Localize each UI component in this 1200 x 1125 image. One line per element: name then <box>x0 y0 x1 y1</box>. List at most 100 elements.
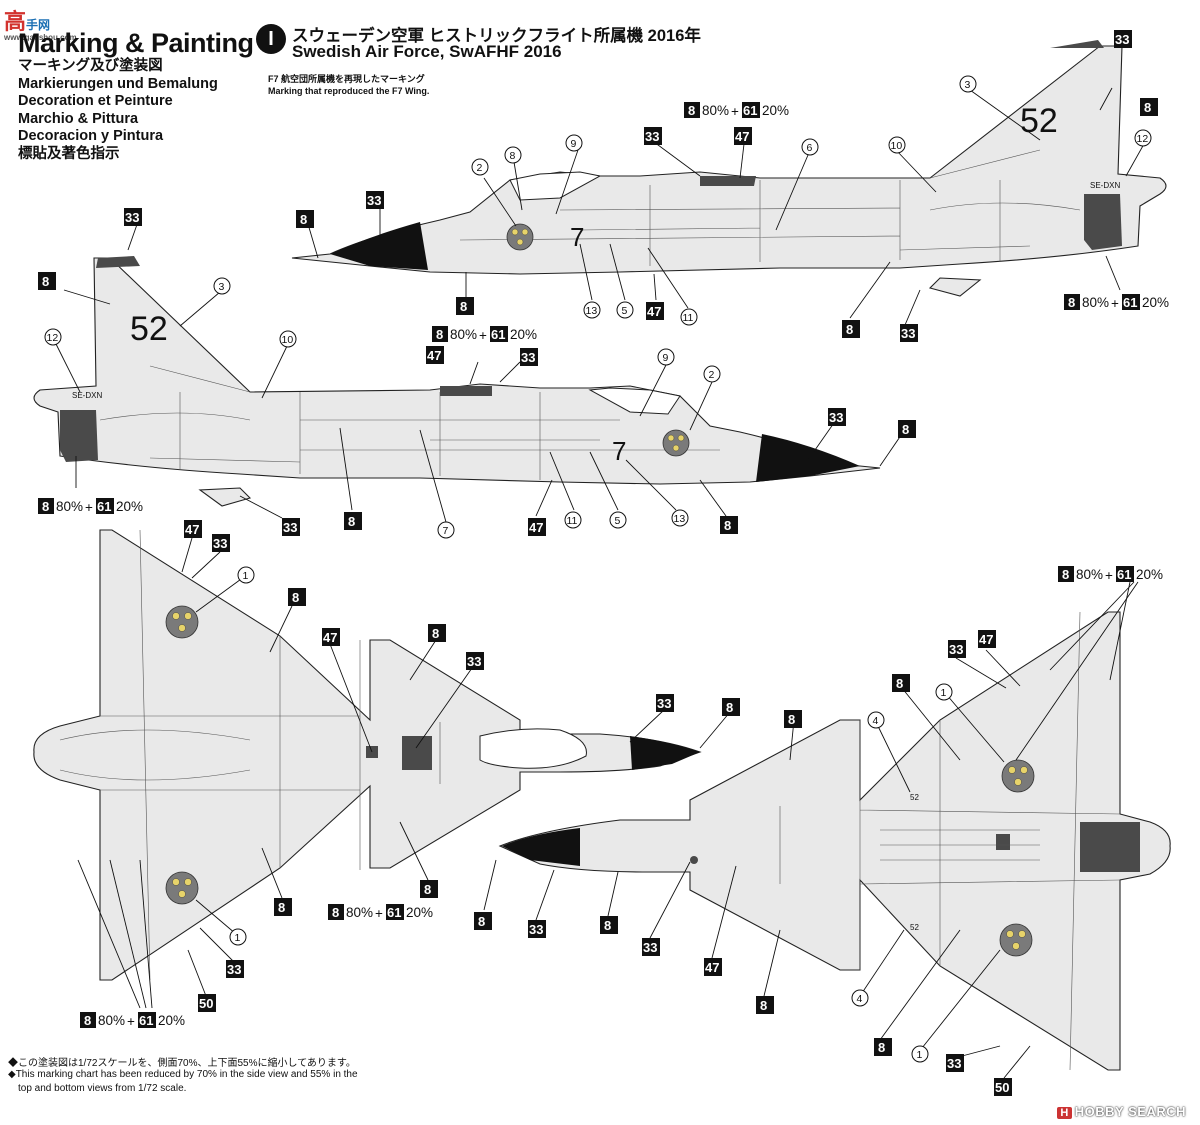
svg-text:8: 8 <box>878 1040 885 1055</box>
callout-8-box: 8 <box>898 420 916 438</box>
top-view <box>33 529 702 981</box>
bottom-view: 52 52 <box>498 611 1171 1071</box>
side-roundel-left <box>662 429 690 457</box>
svg-text:13: 13 <box>586 305 598 317</box>
svg-text:47: 47 <box>323 630 337 645</box>
svg-text:33: 33 <box>1115 32 1129 47</box>
svg-text:33: 33 <box>949 642 963 657</box>
svg-text:80%: 80% <box>346 905 373 920</box>
callout-33-box: 33 <box>226 960 244 978</box>
decal-13-circle: 13 <box>583 301 601 319</box>
callout-8-box: 8 <box>38 272 56 290</box>
callout-33-box: 33 <box>212 534 230 552</box>
decal-11-circle: 11 <box>680 308 698 326</box>
svg-text:+: + <box>1111 296 1119 311</box>
callout-50-box: 50 <box>198 994 216 1012</box>
wing-number-upper: 52 <box>910 793 919 802</box>
svg-text:8: 8 <box>424 882 431 897</box>
decal-11-circle: 11 <box>564 511 582 529</box>
callout-33-box: 33 <box>1114 30 1132 48</box>
wing-note-en: Marking that reproduced the F7 Wing. <box>268 86 430 96</box>
svg-text:47: 47 <box>529 520 543 535</box>
scale-note-en-1: ◆This marking chart has been reduced by … <box>8 1069 358 1080</box>
svg-text:1: 1 <box>235 932 241 944</box>
decal-2-circle: 2 <box>703 365 721 383</box>
svg-text:20%: 20% <box>762 103 789 118</box>
svg-text:11: 11 <box>683 312 694 324</box>
svg-text:33: 33 <box>829 410 843 425</box>
svg-text:8: 8 <box>348 514 355 529</box>
svg-text:3: 3 <box>965 79 971 91</box>
subtitle-jp: マーキング及び塗装図 <box>18 58 163 74</box>
svg-text:3: 3 <box>219 281 225 293</box>
decal-1-circle: 1 <box>935 683 953 701</box>
svg-text:11: 11 <box>567 515 578 527</box>
svg-text:8: 8 <box>460 299 467 314</box>
svg-text:8: 8 <box>846 322 853 337</box>
tail-number-left: 52 <box>130 310 168 348</box>
svg-text:8: 8 <box>332 905 339 920</box>
decal-5-circle: 5 <box>609 511 627 529</box>
callout-33-box: 33 <box>466 652 484 670</box>
svg-text:47: 47 <box>427 348 441 363</box>
svg-text:33: 33 <box>521 350 535 365</box>
svg-text:47: 47 <box>735 129 749 144</box>
svg-text:47: 47 <box>185 522 199 537</box>
svg-text:8: 8 <box>510 150 516 162</box>
leader-lines <box>55 87 1145 1079</box>
title-translations: マーキング及び塗装図 Markierungen und Bemalung Dec… <box>18 58 218 164</box>
svg-text:20%: 20% <box>158 1013 185 1028</box>
callout-8-box: 8 <box>274 898 292 916</box>
callout-33-box: 33 <box>828 408 846 426</box>
svg-text:1: 1 <box>243 570 249 582</box>
svg-text:50: 50 <box>995 1080 1009 1095</box>
svg-text:+: + <box>479 328 487 343</box>
callout-8-box: 8 <box>288 588 306 606</box>
side-view-right: 52 7 SE-DXN <box>291 40 1167 297</box>
callout-33-box: 33 <box>124 208 142 226</box>
svg-text:8: 8 <box>432 626 439 641</box>
mix-callout: 8 80% + 61 20% <box>328 904 433 921</box>
svg-text:2: 2 <box>709 369 715 381</box>
svg-text:61: 61 <box>139 1013 153 1028</box>
svg-text:61: 61 <box>97 499 111 514</box>
svg-text:61: 61 <box>1123 295 1137 310</box>
svg-text:4: 4 <box>873 715 879 727</box>
svg-text:+: + <box>731 104 739 119</box>
svg-text:9: 9 <box>571 138 577 150</box>
svg-text:8: 8 <box>896 676 903 691</box>
decal-1-circle: 1 <box>229 928 247 946</box>
svg-text:61: 61 <box>491 327 505 342</box>
callout-33-box: 33 <box>366 191 384 209</box>
decal-1-circle: 1 <box>911 1045 929 1063</box>
mix-callout: 8 80% + 61 20% <box>80 1012 185 1029</box>
wing-number-lower: 52 <box>910 923 919 932</box>
callout-33-box: 33 <box>644 127 662 145</box>
callout-33-box: 33 <box>520 348 538 366</box>
side-roundel-right <box>506 223 534 251</box>
svg-text:20%: 20% <box>116 499 143 514</box>
callout-8-box: 8 <box>456 297 474 315</box>
svg-text:8: 8 <box>292 590 299 605</box>
registration-right: SE-DXN <box>1090 181 1120 190</box>
svg-text:+: + <box>127 1014 135 1029</box>
decal-4-circle: 4 <box>867 711 885 729</box>
callout-50-box: 50 <box>994 1078 1012 1096</box>
callout-33-box: 33 <box>900 324 918 342</box>
svg-text:33: 33 <box>901 326 915 341</box>
svg-text:8: 8 <box>604 918 611 933</box>
svg-text:5: 5 <box>622 305 628 317</box>
svg-text:80%: 80% <box>1082 295 1109 310</box>
svg-text:47: 47 <box>705 960 719 975</box>
decal-callouts: 2 8 9 3 6 10 12 13 5 11 3 12 10 9 2 7 11… <box>44 75 1152 1063</box>
svg-text:80%: 80% <box>702 103 729 118</box>
svg-text:10: 10 <box>282 334 294 346</box>
callout-8-box: 8 <box>892 674 910 692</box>
svg-text:33: 33 <box>947 1056 961 1071</box>
callout-8-box: 8 <box>474 912 492 930</box>
svg-text:8: 8 <box>726 700 733 715</box>
subtitle-fr: Decoration et Peinture <box>18 93 173 110</box>
page-title: Marking & Painting <box>18 28 254 58</box>
color-callouts: 8 33 8 33 47 47 8 33 33 8 8 80% + 61 20%… <box>38 30 1169 1096</box>
